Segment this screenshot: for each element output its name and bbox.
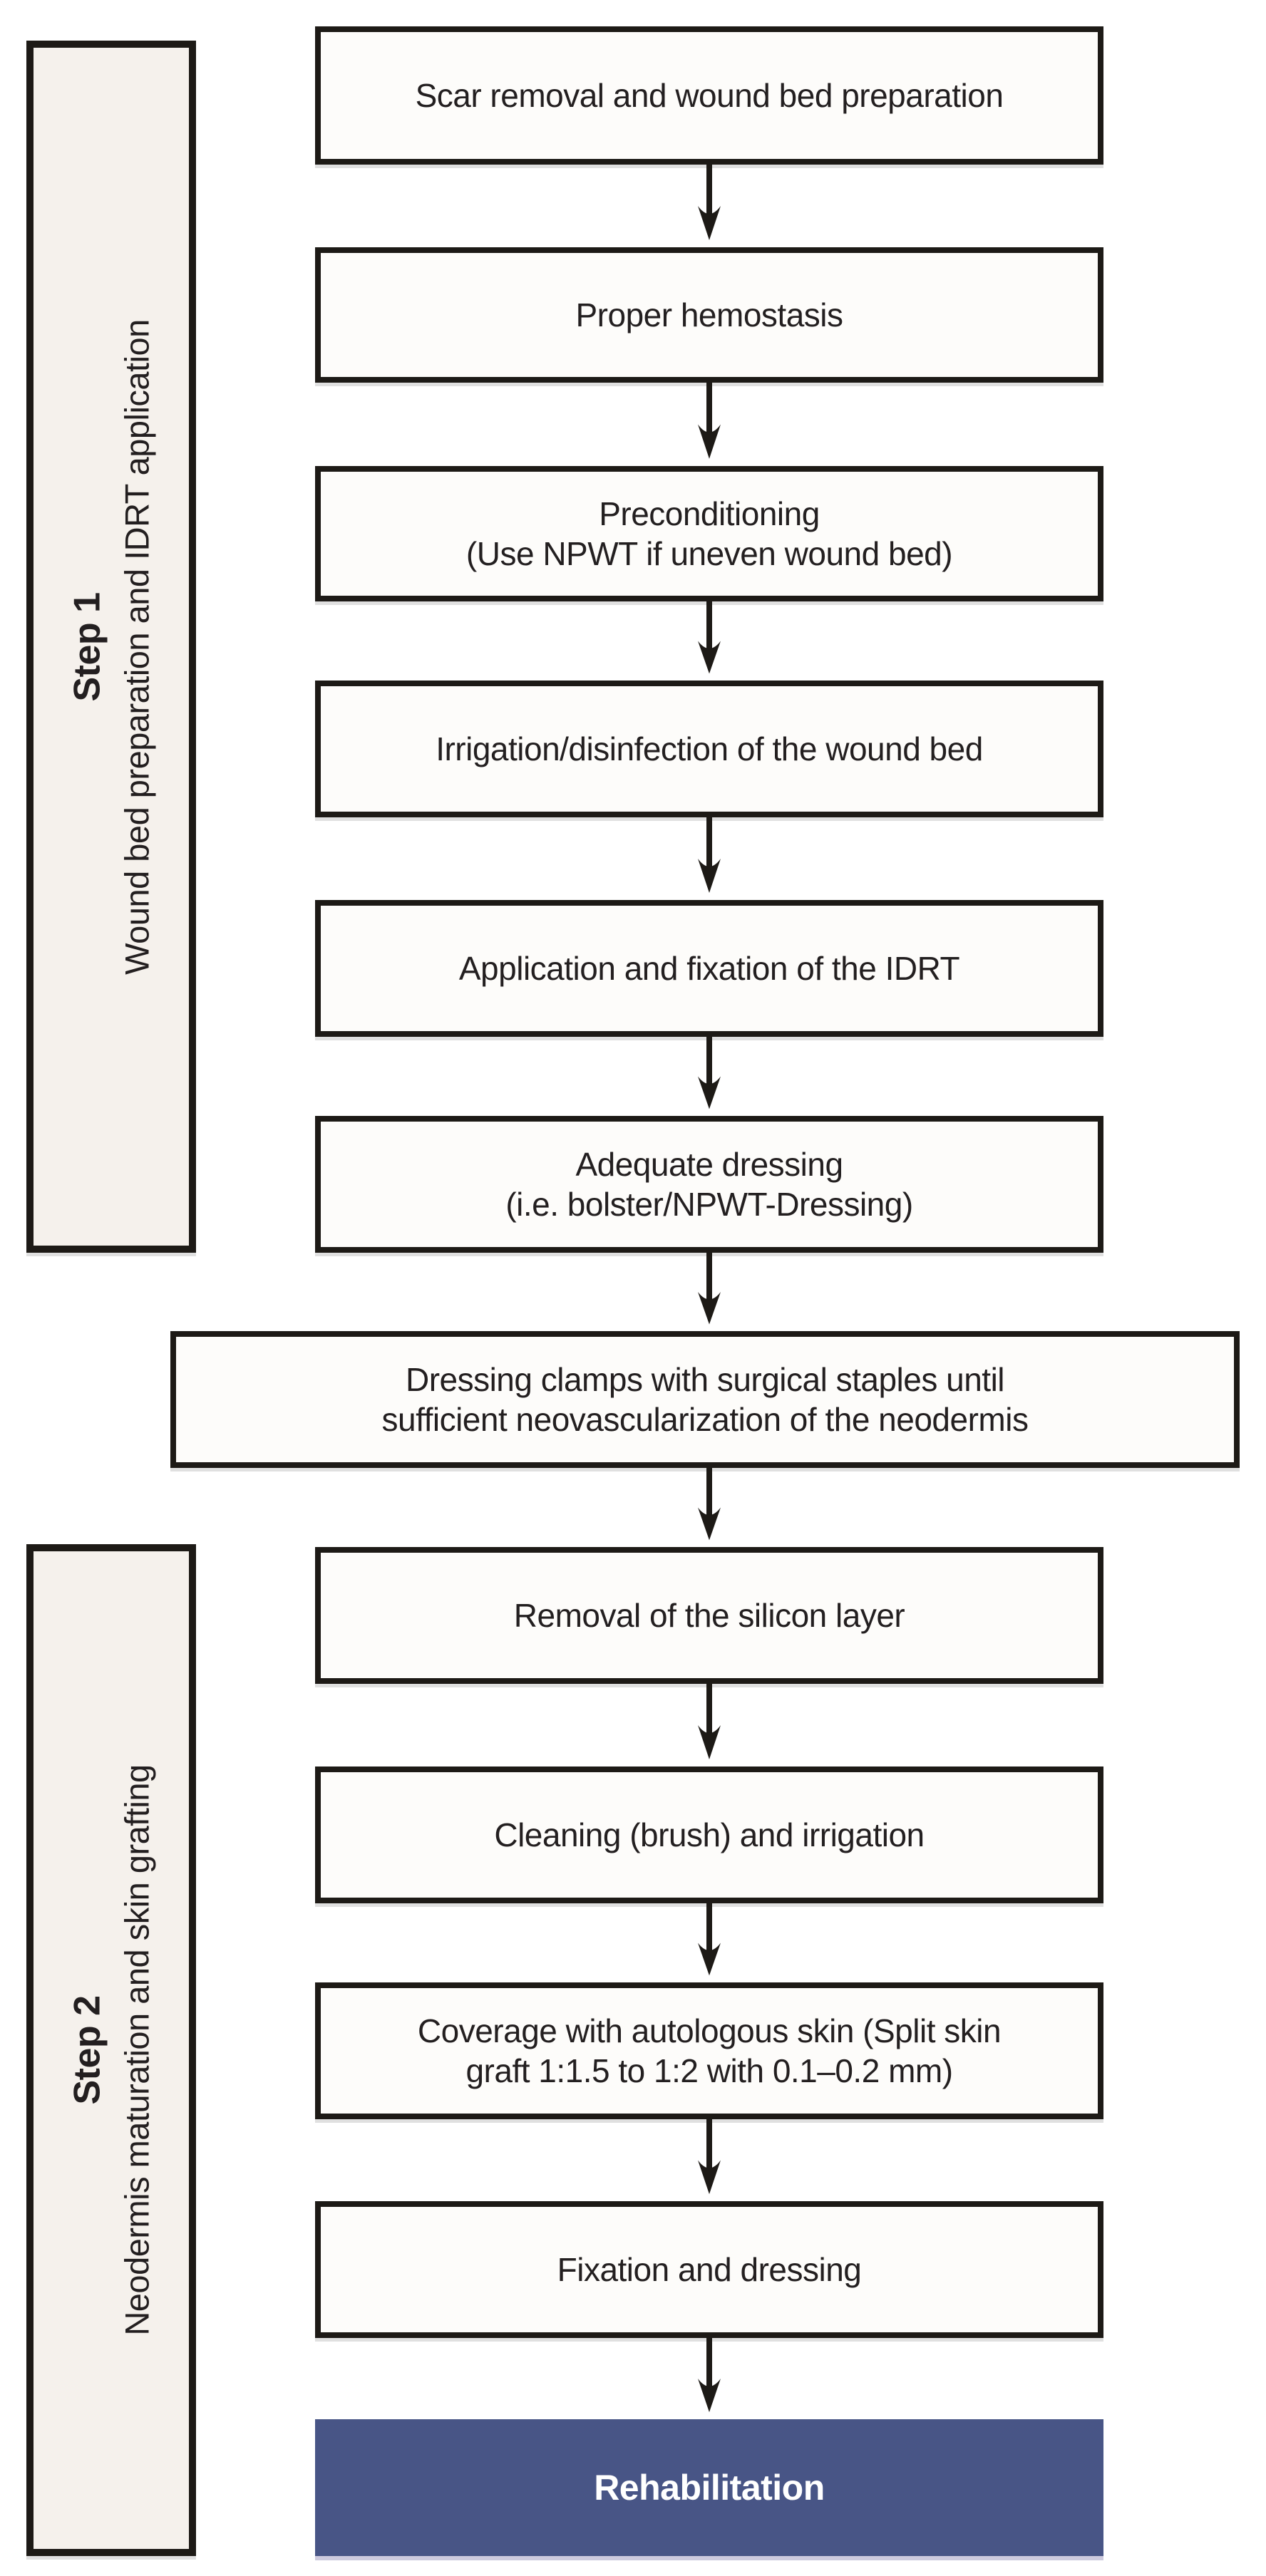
step2-title: Step 2 [66, 1995, 108, 2105]
down-arrow-icon [698, 1037, 721, 1109]
step2-label: Step 2 Neodermis maturation and skin gra… [66, 1573, 157, 2528]
down-arrow-icon [698, 1468, 721, 1541]
flow-box-silicon-removal-label: Removal of the silicon layer [513, 1596, 905, 1634]
flow-box-irrigation-disinfection-label: Irrigation/disinfection of the wound bed [436, 730, 983, 767]
flow-box-adequate-dressing: Adequate dressing (i.e. bolster/NPWT-Dre… [315, 1116, 1103, 1253]
flow-box-idrt-application-label: Application and fixation of the IDRT [458, 949, 960, 987]
flow-box-autologous-coverage-label: Coverage with autologous skin (Split ski… [417, 2012, 1002, 2089]
step1-label: Step 1 Wound bed preparation and IDRT ap… [66, 77, 157, 1217]
flow-box-preconditioning-label: Preconditioning (Use NPWT if uneven woun… [465, 495, 953, 572]
down-arrow-icon [698, 2119, 721, 2195]
flow-box-dressing-clamps-label: Dressing clamps with surgical staples un… [381, 1360, 1029, 1438]
flow-box-dressing-clamps: Dressing clamps with surgical staples un… [170, 1331, 1240, 1468]
flow-box-fixation-dressing: Fixation and dressing [315, 2201, 1103, 2338]
flow-box-rehabilitation: Rehabilitation [315, 2419, 1103, 2556]
step1-title: Step 1 [66, 591, 108, 702]
flow-box-cleaning-irrigation-label: Cleaning (brush) and irrigation [494, 1816, 925, 1853]
step1-subtitle: Wound bed preparation and IDRT applicati… [118, 319, 156, 975]
flow-box-rehabilitation-label: Rehabilitation [594, 2467, 825, 2508]
flow-box-scar-removal-label: Scar removal and wound bed preparation [415, 76, 1004, 114]
flow-box-autologous-coverage: Coverage with autologous skin (Split ski… [315, 1982, 1103, 2119]
flow-box-adequate-dressing-label: Adequate dressing (i.e. bolster/NPWT-Dre… [505, 1145, 913, 1223]
flow-box-hemostasis-label: Proper hemostasis [575, 296, 844, 333]
down-arrow-icon [698, 383, 721, 459]
step2-subtitle: Neodermis maturation and skin grafting [118, 1764, 156, 2336]
step2-band: Step 2 Neodermis maturation and skin gra… [26, 1544, 196, 2556]
flow-box-hemostasis: Proper hemostasis [315, 247, 1103, 383]
down-arrow-icon [698, 817, 721, 893]
down-arrow-icon [698, 165, 721, 240]
flow-box-silicon-removal: Removal of the silicon layer [315, 1547, 1103, 1684]
flow-box-irrigation-disinfection: Irrigation/disinfection of the wound bed [315, 681, 1103, 817]
down-arrow-icon [698, 1903, 721, 1976]
flow-box-cleaning-irrigation: Cleaning (brush) and irrigation [315, 1767, 1103, 1903]
down-arrow-icon [698, 2338, 721, 2413]
flow-box-scar-removal: Scar removal and wound bed preparation [315, 26, 1103, 165]
down-arrow-icon [698, 1684, 721, 1759]
flow-box-fixation-dressing-label: Fixation and dressing [557, 2250, 862, 2288]
step1-band: Step 1 Wound bed preparation and IDRT ap… [26, 41, 196, 1253]
flow-box-preconditioning: Preconditioning (Use NPWT if uneven woun… [315, 466, 1103, 601]
flow-box-idrt-application: Application and fixation of the IDRT [315, 900, 1103, 1037]
down-arrow-icon [698, 1253, 721, 1325]
down-arrow-icon [698, 601, 721, 674]
